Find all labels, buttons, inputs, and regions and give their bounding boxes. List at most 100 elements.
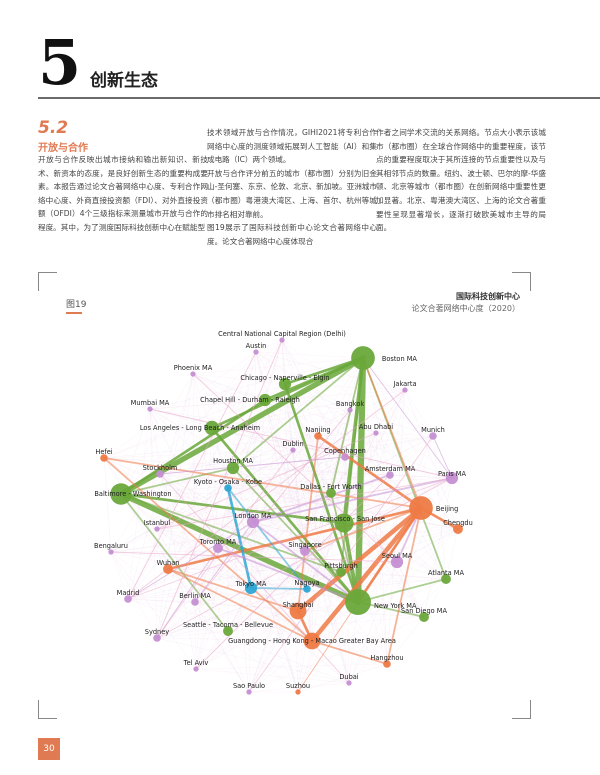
network-node <box>108 549 114 555</box>
network-edge <box>149 408 197 670</box>
network-edge <box>192 373 398 563</box>
node-label: Pittsburgh <box>324 562 358 570</box>
network-node <box>409 496 433 520</box>
network-edge <box>156 528 459 639</box>
network-edge <box>252 389 406 523</box>
network-edge <box>226 486 253 590</box>
coauthorship-network: Central National Capital Region (Delhi)A… <box>94 330 473 695</box>
node-label: Bangkok <box>336 400 365 408</box>
network-edge <box>311 640 388 665</box>
node-label: Boston MA <box>382 355 418 363</box>
node-label: Suzhou <box>286 682 310 690</box>
network-edge <box>375 432 388 665</box>
node-label: Austin <box>246 342 267 350</box>
network-edge <box>311 435 319 642</box>
network-edge <box>252 357 364 523</box>
network-edge <box>127 598 425 618</box>
network-edge <box>255 351 422 509</box>
network-edge <box>110 487 229 553</box>
network-edge <box>432 435 447 580</box>
network-node <box>289 602 307 620</box>
network-edge <box>156 427 213 639</box>
node-label: Nanjing <box>305 426 330 434</box>
network-edge <box>110 551 299 693</box>
node-label: Dubai <box>339 673 358 681</box>
network-edge <box>110 550 306 553</box>
network-node <box>100 454 108 462</box>
network-node <box>314 432 322 440</box>
network-edge <box>232 409 351 469</box>
network-node <box>193 666 199 672</box>
chapter-divider <box>38 97 600 99</box>
network-edge <box>396 561 425 618</box>
figure-title: 国际科技创新中心 <box>456 292 520 301</box>
network-edge <box>227 477 453 489</box>
network-edge <box>195 668 350 684</box>
network-node <box>351 346 375 370</box>
network-edge <box>119 398 267 496</box>
network-edge <box>156 630 229 639</box>
network-edge <box>127 598 350 684</box>
node-label: Sao Paulo <box>233 682 265 690</box>
network-edge <box>156 521 254 639</box>
network-edge <box>120 493 313 642</box>
network-nodes <box>100 337 463 695</box>
network-edge <box>211 427 398 563</box>
network-edge <box>250 449 294 589</box>
node-label: San Diego MA <box>401 607 447 615</box>
network-edge <box>156 528 252 589</box>
node-label: Bengaluru <box>94 542 128 550</box>
network-edge <box>127 467 234 600</box>
network-edge <box>255 351 425 618</box>
figure-label-underline <box>66 312 82 314</box>
network-node <box>204 420 220 436</box>
network-edge <box>103 449 294 459</box>
paragraph: 图19展示了国际科技创新中心论文合著网络中心度。论文合著网络中心度体现合 <box>207 223 377 246</box>
network-edge <box>110 551 398 563</box>
network-edge <box>252 432 377 523</box>
network-edge <box>167 435 319 570</box>
network-edge <box>227 487 332 494</box>
figure-subtitle: 论文合著网络中心度（2020） <box>411 304 520 313</box>
network-edge <box>156 373 194 530</box>
network-node <box>124 595 132 603</box>
network-edge <box>357 435 434 603</box>
network-node <box>345 589 371 615</box>
network-edge <box>149 408 447 580</box>
network-edge <box>195 663 388 670</box>
network-node <box>154 526 160 532</box>
network-node <box>156 470 164 478</box>
network-edge <box>311 456 346 642</box>
network-edge <box>192 373 286 385</box>
network-edge <box>281 339 286 385</box>
network-node <box>303 585 311 593</box>
node-label: Chapel Hill - Durham - Raleigh <box>200 396 300 404</box>
network-edge <box>255 351 351 411</box>
network-edge <box>375 432 434 437</box>
node-label: Houston MA <box>213 457 253 465</box>
network-node <box>246 689 252 695</box>
network-edge <box>120 493 306 552</box>
network-node <box>453 524 463 534</box>
network-edge <box>127 351 257 600</box>
network-edge <box>362 357 391 476</box>
network-edge <box>306 522 345 590</box>
network-edge <box>194 601 299 612</box>
network-edge <box>149 408 346 458</box>
network-node <box>224 484 232 492</box>
network-edge <box>118 491 361 605</box>
network-edge <box>357 578 447 603</box>
node-label: Baltimore - Washington <box>94 490 171 498</box>
network-edge <box>156 588 308 639</box>
network-edge <box>252 477 453 523</box>
network-edge <box>110 551 197 670</box>
network-edge <box>330 357 364 494</box>
network-edge <box>232 357 364 469</box>
network-edge <box>232 467 453 479</box>
network-edge <box>330 389 406 494</box>
network-edge <box>192 373 294 451</box>
network-edge <box>156 467 234 639</box>
paragraph: 技术领域开放与合作情况，GIHI2021将专利合作网络中心度的测度领域拓展到人工… <box>207 128 377 165</box>
network-node <box>190 371 196 377</box>
node-label: Tel Aviv <box>183 659 209 667</box>
